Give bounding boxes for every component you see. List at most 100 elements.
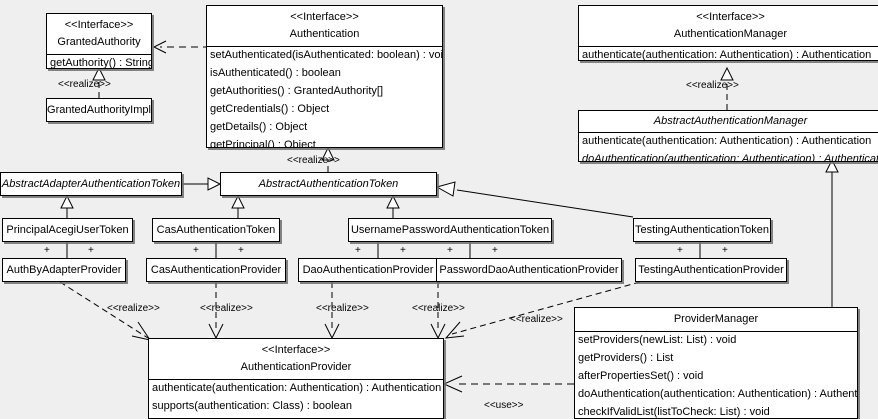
class-authentication-manager[interactable]: <<Interface>> AuthenticationManager auth…: [578, 5, 878, 61]
class-name: AuthenticationManager: [673, 28, 788, 41]
operation: checkIfValidList(listToCheck: List) : vo…: [578, 405, 770, 418]
association-plus-marker: +: [355, 245, 361, 256]
edge-label-realize-grantedauthorityimpl: <<realize>>: [58, 79, 111, 90]
class-abstract-authentication-token[interactable]: AbstractAuthenticationToken: [220, 172, 437, 196]
operation: getDetails() : Object: [210, 120, 308, 133]
operation: isAuthenticated() : boolean: [210, 67, 341, 80]
class-authentication-header: <<Interface>> Authentication: [207, 6, 442, 46]
association-plus-marker: +: [44, 245, 50, 256]
class-authentication-operations: setAuthenticated(isAuthenticated: boolea…: [207, 47, 442, 148]
class-name: AbstractAuthenticationManager: [653, 115, 808, 127]
operation: getAuthorities() : GrantedAuthority[]: [210, 84, 384, 97]
operation: supports(authentication: Class) : boolea…: [152, 400, 352, 413]
association-plus-marker: +: [193, 245, 199, 256]
edge-generalization-principalacegiusertoken-abstractadaptertoken: [60, 194, 74, 218]
class-name: GrantedAuthority: [57, 36, 141, 49]
class-dao-authentication-provider[interactable]: DaoAuthenticationProvider: [298, 258, 438, 282]
operation: setProviders(newList: List) : void: [578, 334, 737, 347]
class-principal-acegi-user-token[interactable]: PrincipalAcegiUserToken: [2, 218, 133, 242]
edge-label-realize-abstracttoken-authentication: <<realize>>: [287, 155, 340, 166]
class-name: PasswordDaoAuthenticationProvider: [439, 264, 619, 276]
class-provider-manager[interactable]: ProviderManager setProviders(newList: Li…: [574, 307, 858, 419]
operation: doAuthentication(authentication: Authent…: [578, 387, 858, 400]
class-name: AbstractAuthenticationToken: [258, 178, 399, 190]
class-name: ProviderManager: [673, 313, 759, 325]
compartment-divider: [579, 132, 878, 134]
operation: getCredentials() : Object: [210, 102, 330, 115]
compartment-divider: [579, 46, 878, 48]
class-granted-authority[interactable]: <<Interface>> GrantedAuthority getAuthor…: [46, 13, 152, 69]
class-provider-manager-operations: setProviders(newList: List) : void getPr…: [575, 332, 858, 418]
compartment-divider: [207, 46, 442, 48]
class-abstract-authentication-manager-header: AbstractAuthenticationManager: [579, 111, 878, 132]
operation: getProviders() : List: [578, 351, 674, 364]
edge-generalization-providermanager-abstractauthenticationmanager: [825, 158, 839, 307]
edge-label-realize-cas: <<realize>>: [200, 303, 253, 314]
operation: getPrincipal() : Object: [210, 138, 316, 148]
class-name: AbstractAdapterAuthenticationToken: [1, 178, 181, 190]
class-authentication-manager-header: <<Interface>> AuthenticationManager: [579, 6, 878, 46]
edge-label-realize-passworddao: <<realize>>: [412, 303, 465, 314]
edge-generalization-abstractadaptertoken-abstracttoken: [182, 177, 222, 191]
association-plus-marker: +: [88, 245, 94, 256]
operation: authenticate(authentication: Authenticat…: [152, 382, 442, 395]
class-authentication[interactable]: <<Interface>> Authentication setAuthenti…: [206, 5, 443, 148]
class-username-password-authentication-token[interactable]: UsernamePasswordAuthenticationToken: [348, 218, 552, 242]
class-name: GrantedAuthorityImpl: [47, 104, 151, 116]
edge-generalization-testingauthenticationtoken-abstracttoken: [435, 181, 634, 218]
compartment-divider: [149, 379, 443, 381]
edge-label-realize-testing: <<realize>>: [510, 314, 563, 325]
class-name: CasAuthenticationProvider: [150, 264, 282, 276]
class-password-dao-authentication-provider[interactable]: PasswordDaoAuthenticationProvider: [436, 258, 622, 282]
association-plus-marker: +: [400, 245, 406, 256]
association-plus-marker: +: [238, 245, 244, 256]
class-testing-authentication-token[interactable]: TestingAuthenticationToken: [633, 218, 771, 242]
compartment-divider: [575, 331, 857, 333]
class-name: UsernamePasswordAuthenticationToken: [350, 224, 550, 236]
class-name: TestingAuthenticationToken: [635, 224, 769, 236]
edge-generalization-usernamepasswordtoken-abstracttoken: [386, 194, 400, 218]
edge-label-realize-dao: <<realize>>: [316, 303, 369, 314]
association-plus-marker: +: [722, 245, 728, 256]
stereotype-interface: <<Interface>>: [261, 344, 331, 356]
class-name: AuthByAdapterProvider: [6, 264, 122, 276]
class-abstract-adapter-authentication-token[interactable]: AbstractAdapterAuthenticationToken: [0, 172, 182, 196]
class-cas-authentication-provider[interactable]: CasAuthenticationProvider: [146, 258, 286, 282]
operation: authenticate(authentication: Authenticat…: [582, 135, 872, 148]
class-name: Authentication: [289, 28, 360, 41]
association-plus-marker: +: [677, 245, 683, 256]
class-name: DaoAuthenticationProvider: [302, 264, 434, 276]
operation: doAuthentication(authentication: Authent…: [582, 152, 878, 162]
stereotype-interface: <<Interface>>: [696, 11, 765, 23]
stereotype-interface: <<Interface>>: [64, 19, 134, 31]
edge-label-realize-authbyadapter: <<realize>>: [107, 303, 160, 314]
class-name: TestingAuthenticationProvider: [638, 264, 784, 276]
class-authentication-provider-operations: authenticate(authentication: Authenticat…: [149, 380, 443, 416]
association-plus-marker: +: [492, 245, 498, 256]
edge-generalization-casauthenticationtoken-abstracttoken: [231, 194, 245, 218]
class-authentication-provider-header: <<Interface>> AuthenticationProvider: [149, 339, 443, 379]
class-abstract-authentication-manager[interactable]: AbstractAuthenticationManager authentica…: [578, 110, 878, 162]
stereotype-interface: <<Interface>>: [290, 11, 359, 23]
class-provider-manager-header: ProviderManager: [575, 308, 857, 331]
class-abstract-authentication-manager-operations: authenticate(authentication: Authenticat…: [579, 133, 878, 162]
class-name: PrincipalAcegiUserToken: [6, 224, 129, 236]
class-granted-authority-impl[interactable]: GrantedAuthorityImpl: [46, 98, 152, 122]
class-name: AuthenticationProvider: [240, 361, 352, 374]
association-plus-marker: +: [447, 245, 453, 256]
class-authentication-provider[interactable]: <<Interface>> AuthenticationProvider aut…: [148, 338, 444, 419]
class-auth-by-adapter-provider[interactable]: AuthByAdapterProvider: [2, 258, 126, 282]
edge-label-realize-abstractmanager-manager: <<realize>>: [686, 80, 739, 91]
edge-use-providermanager-authenticationprovider: [442, 375, 574, 393]
class-testing-authentication-provider[interactable]: TestingAuthenticationProvider: [635, 258, 787, 282]
operation: getAuthority() : String: [50, 57, 152, 69]
class-granted-authority-operations: getAuthority() : String: [47, 55, 152, 69]
operation: authenticate(authentication: Authenticat…: [582, 49, 872, 61]
compartment-divider: [47, 54, 151, 56]
class-name: CasAuthenticationToken: [156, 224, 276, 236]
class-granted-authority-header: <<Interface>> GrantedAuthority: [47, 14, 151, 54]
edge-label-use-providermanager-authenticationprovider: <<use>>: [484, 400, 524, 411]
class-cas-authentication-token[interactable]: CasAuthenticationToken: [152, 218, 280, 242]
operation: afterPropertiesSet() : void: [578, 369, 704, 382]
